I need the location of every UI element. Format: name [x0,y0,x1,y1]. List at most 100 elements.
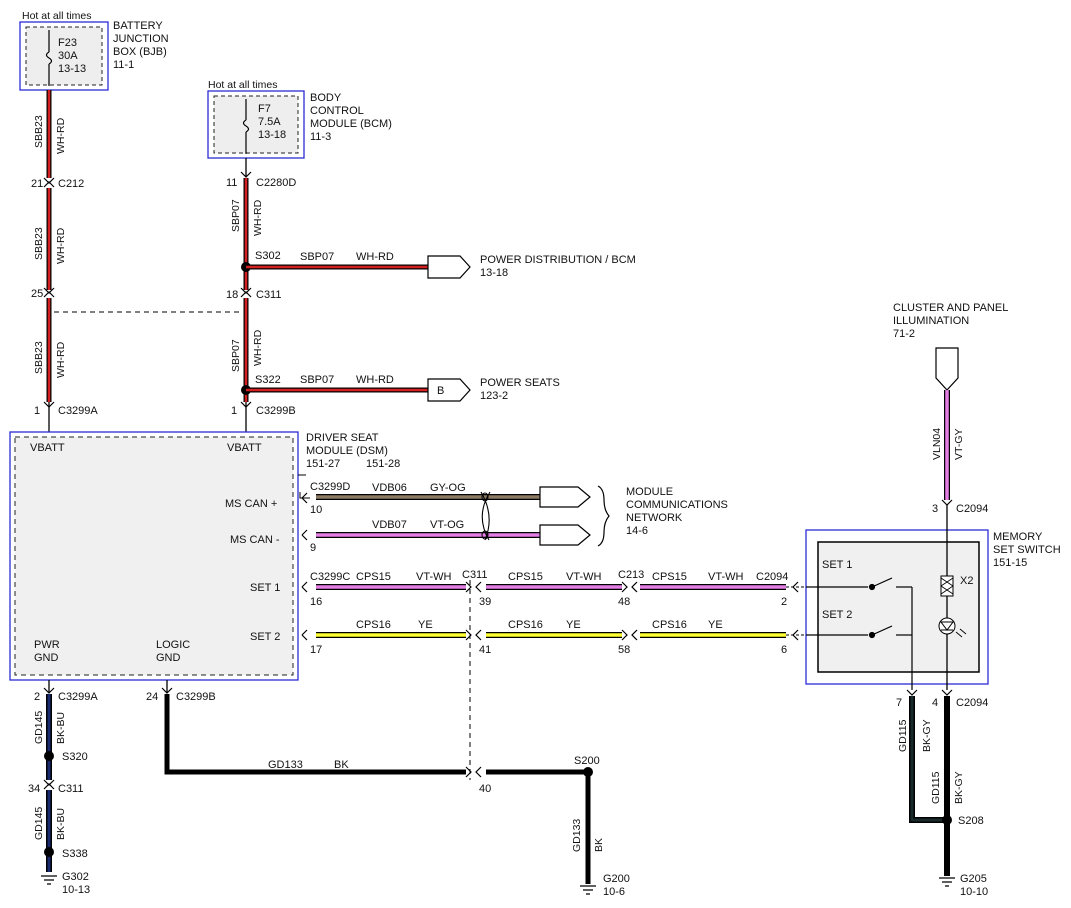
s322-color: WH-RD [356,374,394,386]
vdb06-circuit: VDB06 [372,482,407,494]
set1-c213-pin: 48 [618,596,630,608]
mss-pin4-mark [941,689,953,696]
cps15-color-3: VT-WH [708,571,743,583]
power-seats-ref: 123-2 [480,390,508,402]
cps15-circuit-2: CPS15 [508,571,543,583]
c311-left-connector-mark [43,287,55,298]
cps16-color-3: YE [708,619,723,631]
s320-splice [44,751,54,761]
gd115-circuit-a: GD115 [897,719,909,752]
c311-bcm-mark [240,287,252,298]
c3299b-top-mark [240,401,252,408]
set2-c213-mark [621,629,638,641]
gd145-circuit-2: GD145 [33,807,45,840]
fuse-f7-ref: 13-18 [258,129,286,141]
network-label-1: MODULE [626,486,673,498]
s208-label: S208 [958,815,984,827]
bjb-label-3: BOX (BJB) [113,46,167,58]
fuse-f23-symbol [45,30,53,86]
s200-splice [583,767,593,777]
bjb-label-1: BATTERY [113,20,163,32]
gd115-circuit-b: GD115 [930,771,942,804]
dsm-title-1: DRIVER SEAT [306,432,379,444]
dsm-vbatt-right: VBATT [227,442,262,454]
c213-name: C213 [618,569,644,581]
s322-name: S322 [255,374,281,386]
twist-ring-bottom [481,530,489,540]
dsm-logic-gnd-1: LOGIC [156,639,190,651]
s302-name: S302 [255,250,281,262]
mss-title-2: SET SWITCH [993,544,1061,556]
set1-c311-mark [465,581,482,593]
c3299d-plus-mark [301,492,308,504]
power-distribution-arrow-icon [427,255,471,279]
sbb23-color-3: WH-RD [55,341,67,378]
switch-set2-icon [806,625,912,639]
twist-ring-top [481,492,489,502]
set2-c2094-pin: 6 [781,644,787,656]
s302-circuit: SBP07 [300,251,334,263]
sbb23-circuit-3: SBB23 [33,341,45,374]
c2280d-pin: 11 [226,177,237,189]
g302-ground-icon [41,875,57,885]
dsm-vbatt-left: VBATT [30,442,65,454]
cps15-circuit-1: CPS15 [356,571,391,583]
set2-c311-pin: 41 [479,644,491,656]
fuse-f7-symbol [242,99,250,154]
can-plus-stub [299,492,310,499]
fuse-f23-rating: 30A [58,50,78,62]
gd145-circuit-1: GD145 [33,711,45,744]
hot-at-all-times-label: Hot at all times [22,10,91,22]
logic-c311-mark [465,766,482,778]
gd133-drop-circuit: GD133 [571,819,583,852]
set1-dsm-pin: 16 [310,596,322,608]
power-distribution-label: POWER DISTRIBUTION / BCM [480,254,636,266]
bcm-label-2: CONTROL [310,105,364,117]
c311-bcm-name: C311 [256,289,281,301]
gd133-circuit: GD133 [268,759,303,771]
bcm-hot-label: Hot at all times [208,79,277,91]
illum-label-2: ILLUMINATION [893,315,969,327]
dsm-pwr-gnd-1: PWR [34,639,60,651]
gd145-color-1: BK-BU [55,712,67,744]
dsm-logic-gnd-2: GND [156,652,181,664]
c3299d-minus-mark [301,529,308,541]
set1-dsm-mark [301,581,308,593]
can-minus-arrow-icon [539,524,591,546]
gd133-drop-color: BK [593,838,605,852]
illum-c2094-mark [941,499,953,506]
vdb07-circuit: VDB07 [372,519,407,531]
c3299b-top-name: C3299B [256,405,296,417]
power-distribution-ref: 13-18 [480,267,508,279]
c3299a-name: C3299A [58,405,98,417]
fuse-f23-ref: 13-13 [58,63,86,75]
mss-pin4: 4 [932,697,938,709]
bjb-inner [25,26,103,86]
g205-ref: 10-10 [960,886,988,898]
c2280d-mark [240,171,252,178]
logic-c311-pin: 40 [479,783,491,795]
network-label-2: COMMUNICATIONS [626,499,728,511]
c212-pin: 21 [31,178,43,190]
bjb-label-2: JUNCTION [113,33,169,45]
c212-connector-mark [43,177,55,188]
bjb-ref: 11-1 [113,59,134,71]
c311-left-pin: 25 [31,288,43,300]
g302-ref: 10-13 [62,884,90,896]
pwr-c3299a-pin: 2 [34,691,40,703]
g205-ground-icon [939,877,955,887]
sbb23-color-2: WH-RD [55,227,67,264]
switch-set1-icon [806,577,913,690]
mss-ref: 151-15 [993,557,1027,569]
vln04-color: VT-GY [953,428,965,460]
pwr-c311-name: C311 [58,783,83,795]
led-diode-icon [940,621,954,631]
power-seats-arrow-icon [427,378,471,402]
c3299a-mark [43,401,55,408]
set1-c213-mark [621,581,638,593]
mss-pin7: 7 [896,697,902,709]
gd115-color-b: BK-GY [953,771,965,804]
mss-title-1: MEMORY [993,531,1043,543]
sbp07-circuit-2: SBP07 [230,339,242,372]
